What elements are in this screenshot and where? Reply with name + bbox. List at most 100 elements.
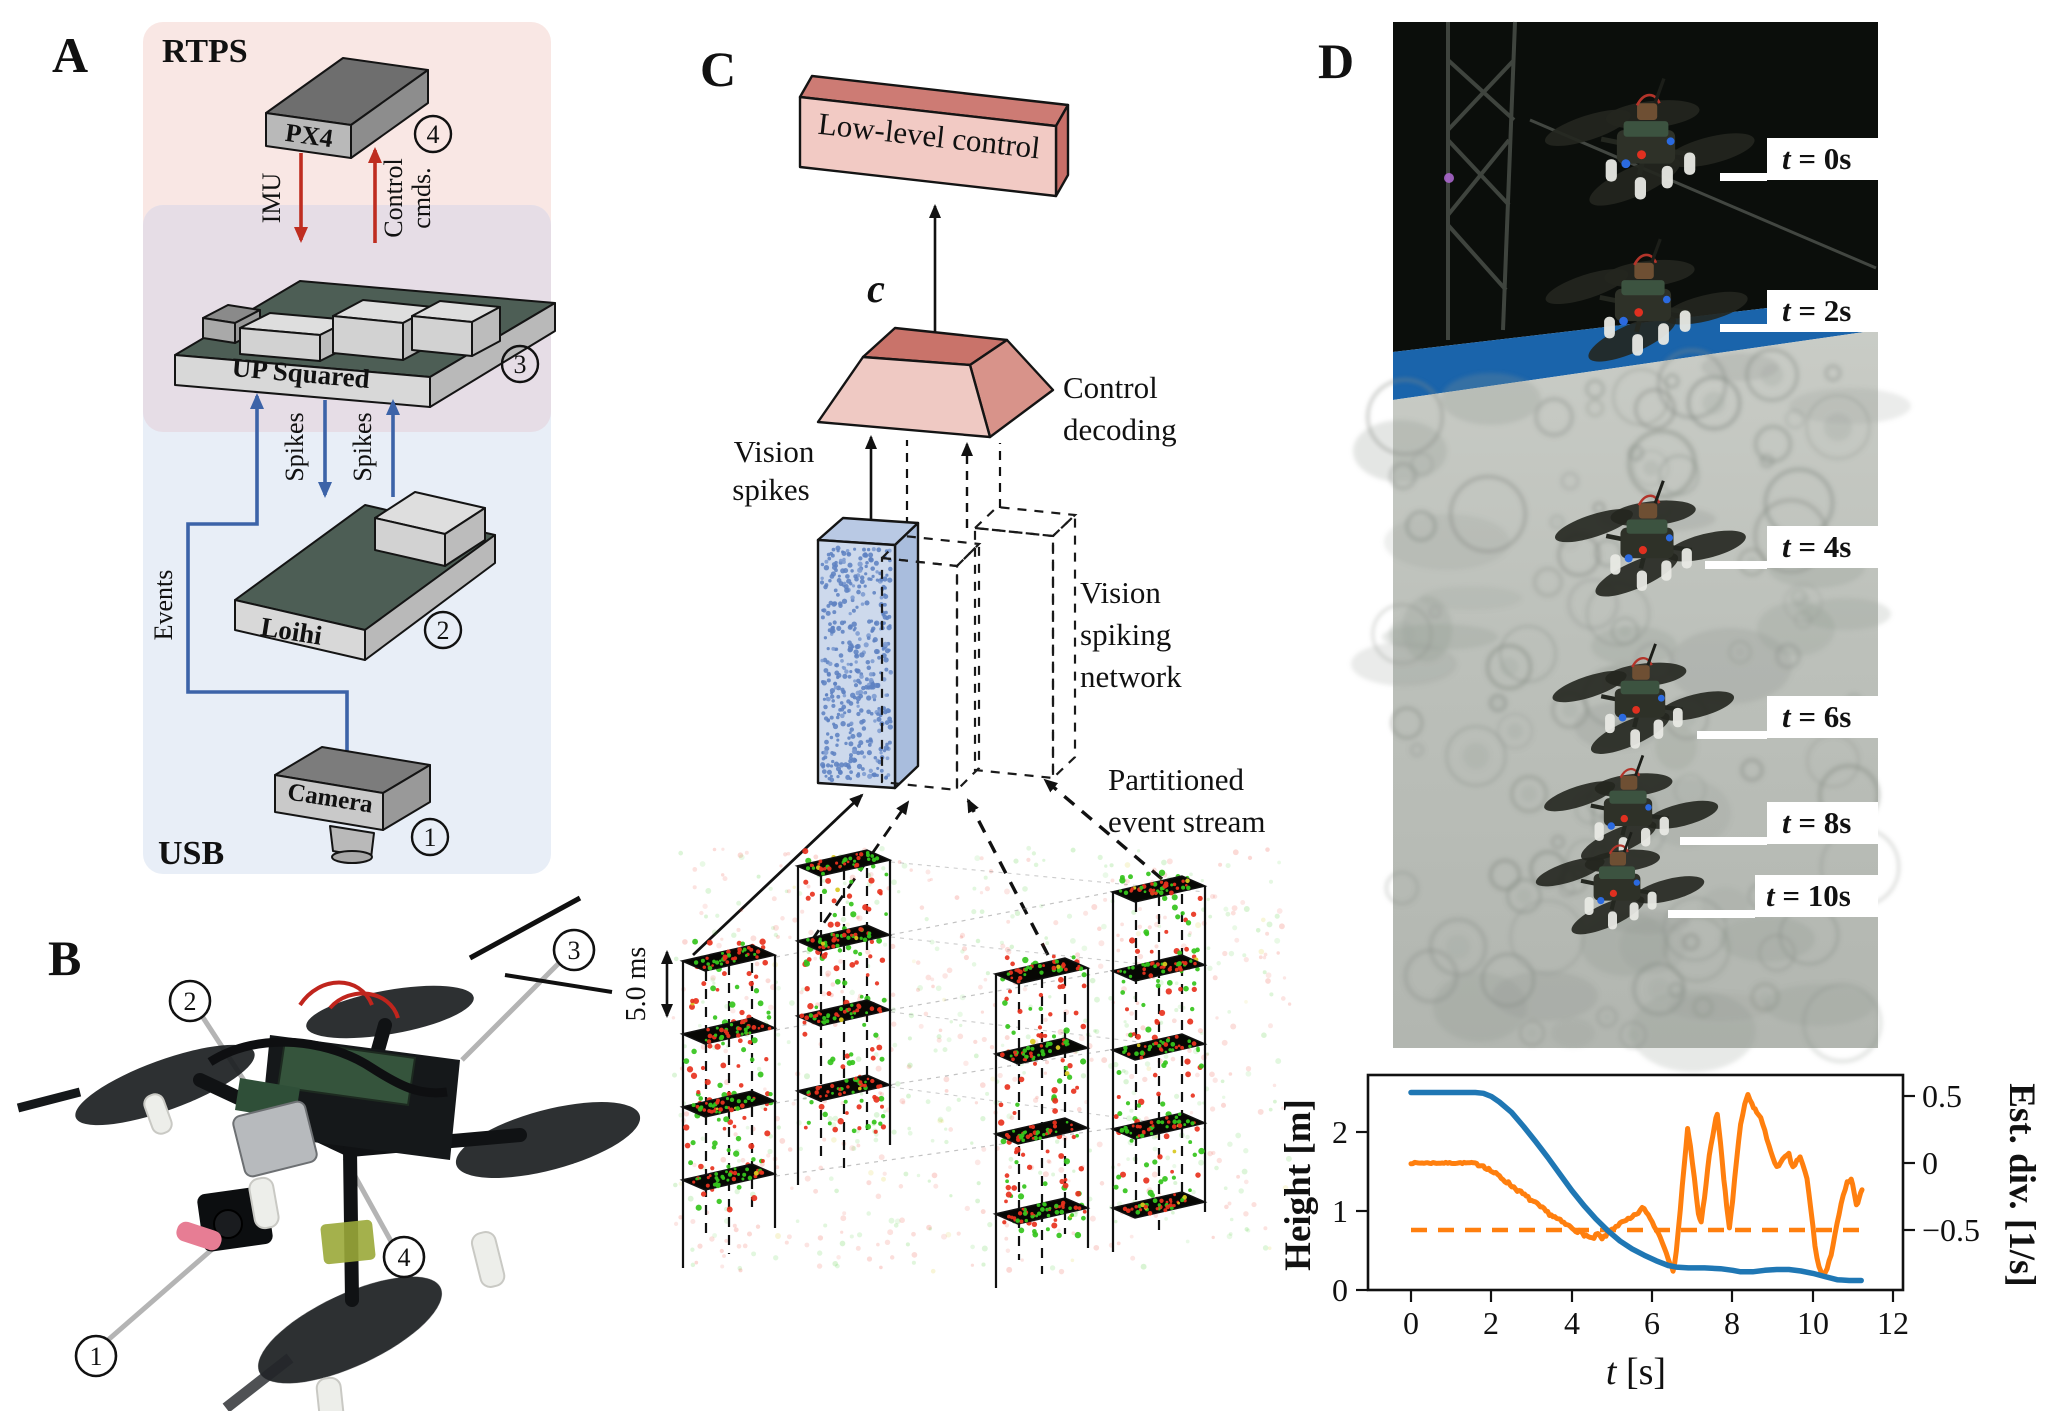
propeller-blade-tip <box>16 1087 82 1113</box>
vision-spikes-label-1: Vision <box>734 434 815 469</box>
drone-sequence <box>1535 77 1755 935</box>
svg-text:0.5: 0.5 <box>1922 1078 1962 1114</box>
svg-text:t = 2s: t = 2s <box>1782 293 1851 328</box>
c-signal-label: c <box>867 266 885 311</box>
time-label-4-value: = 8s <box>1791 805 1852 840</box>
control-decoding-block <box>816 326 1055 439</box>
badge-2: 2 <box>437 616 450 645</box>
time-label-3-value: = 6s <box>1791 699 1852 734</box>
events-to-column-arrow <box>692 793 864 957</box>
drone-5 <box>1535 831 1705 935</box>
height-divergence-chart: 0 2 4 6 8 10 12 0 1 2 0.5 0 −0.5 t [s] H… <box>1278 1073 2042 1393</box>
drone-wire-red-2 <box>328 991 400 1019</box>
drone-0 <box>1544 77 1755 206</box>
drone-1 <box>1545 238 1748 362</box>
svg-text:t = 10s: t = 10s <box>1766 878 1851 913</box>
propeller-left <box>75 1044 255 1126</box>
imu-label: IMU <box>257 173 286 224</box>
chart-frame <box>1366 1073 1905 1292</box>
spikes-up-label: Spikes <box>348 412 377 481</box>
panel-d-label: D <box>1318 33 1354 89</box>
b-badge-4: 4 <box>398 1243 411 1272</box>
vision-spikes-label-2: spikes <box>732 472 810 507</box>
svg-text:8: 8 <box>1724 1305 1740 1341</box>
partition-leader-2 <box>1043 778 1164 881</box>
chart-curves <box>1408 1089 1866 1284</box>
badge-1: 1 <box>424 823 437 852</box>
dashed-box-1 <box>879 534 982 793</box>
rtps-label: RTPS <box>162 33 248 70</box>
up-squared-board <box>174 280 556 408</box>
badge-1-circle <box>410 817 450 857</box>
svg-text:4: 4 <box>1564 1305 1580 1341</box>
svg-text:t = 6s: t = 6s <box>1782 699 1851 734</box>
time-label-5-var: t <box>1766 878 1776 913</box>
svg-text:−0.5: −0.5 <box>1922 1212 1980 1248</box>
panel-b-label: B <box>48 930 81 986</box>
control-decoding-label-2: decoding <box>1063 412 1177 447</box>
panel-a-label: A <box>52 27 88 83</box>
drone-camera-lens <box>213 1209 243 1239</box>
drone-3 <box>1552 643 1735 754</box>
loihi-board <box>234 491 496 661</box>
time-label-1-value: = 2s <box>1791 293 1852 328</box>
time-label-2-var: t <box>1782 529 1792 564</box>
propeller-top <box>306 985 474 1039</box>
panel-c: C Low-level control c Control decoding V… <box>621 41 1293 1288</box>
antenna <box>468 895 582 961</box>
spike-column <box>816 516 920 790</box>
right-axis-ticks <box>1903 1094 1915 1232</box>
drone-heatsink <box>232 1100 318 1178</box>
drone-cable <box>207 1037 448 1098</box>
truss-marker-light <box>1444 173 1454 183</box>
low-level-control-block <box>798 74 1070 198</box>
time-label-5-value: = 10s <box>1775 878 1851 913</box>
camera-block <box>274 746 431 864</box>
propeller-blade-tip-2 <box>222 1353 294 1411</box>
usb-label: USB <box>158 835 224 872</box>
partition-leader-1 <box>966 798 1050 956</box>
time-label-1-var: t <box>1782 293 1792 328</box>
b-badge-2: 2 <box>184 987 197 1016</box>
truss-cable <box>1529 118 1877 270</box>
svg-text:1: 1 <box>1332 1193 1348 1229</box>
drone-4 <box>1544 754 1719 861</box>
badge-3-circle <box>500 344 540 384</box>
b-badge-3: 3 <box>568 936 581 965</box>
drone-wire-red <box>298 980 374 1007</box>
right-axis-label: Est. div. [1/s] <box>2001 1083 2042 1287</box>
badge-3: 3 <box>514 350 527 379</box>
left-axis-label: Height [m] <box>1278 1099 1319 1271</box>
time-label-2-value: = 4s <box>1791 529 1852 564</box>
px4-label: PX4 <box>284 118 335 153</box>
px4-block <box>265 57 429 159</box>
spikes-down-label: Spikes <box>280 412 309 481</box>
svg-text:t = 0s: t = 0s <box>1782 141 1851 176</box>
badge-4-circle <box>413 114 453 154</box>
drone-battery <box>320 1219 376 1265</box>
network-label-1: Vision <box>1080 575 1161 610</box>
time-label-4-var: t <box>1782 805 1792 840</box>
time-labels: t = 0s t = 2s t = 4s t = 6s t = 8s t = 1… <box>1668 138 1878 918</box>
svg-text:2: 2 <box>1332 1114 1348 1150</box>
b-badge-1: 1 <box>90 1342 103 1371</box>
drone-pcb <box>276 1038 417 1107</box>
time-label-0-value: = 0s <box>1791 141 1852 176</box>
control-decoding-label-1: Control <box>1063 370 1158 405</box>
left-axis-ticks <box>1356 1130 1368 1292</box>
events-line <box>186 393 349 752</box>
control-cmds-label-2: cmds. <box>407 167 436 228</box>
x-tick-labels: 0 2 4 6 8 10 12 <box>1403 1305 1909 1341</box>
partitioned-label-2: event stream <box>1108 804 1266 839</box>
svg-text:0: 0 <box>1403 1305 1419 1341</box>
svg-text:6: 6 <box>1644 1305 1660 1341</box>
spike-dots-layer <box>819 545 894 783</box>
svg-text:0: 0 <box>1922 1145 1938 1181</box>
drone-photo <box>16 895 641 1411</box>
drone-connector-pink <box>176 1221 222 1251</box>
panel-b: B <box>16 895 641 1411</box>
left-tick-labels: 0 1 2 <box>1332 1114 1348 1308</box>
leader-3 <box>460 960 562 1062</box>
